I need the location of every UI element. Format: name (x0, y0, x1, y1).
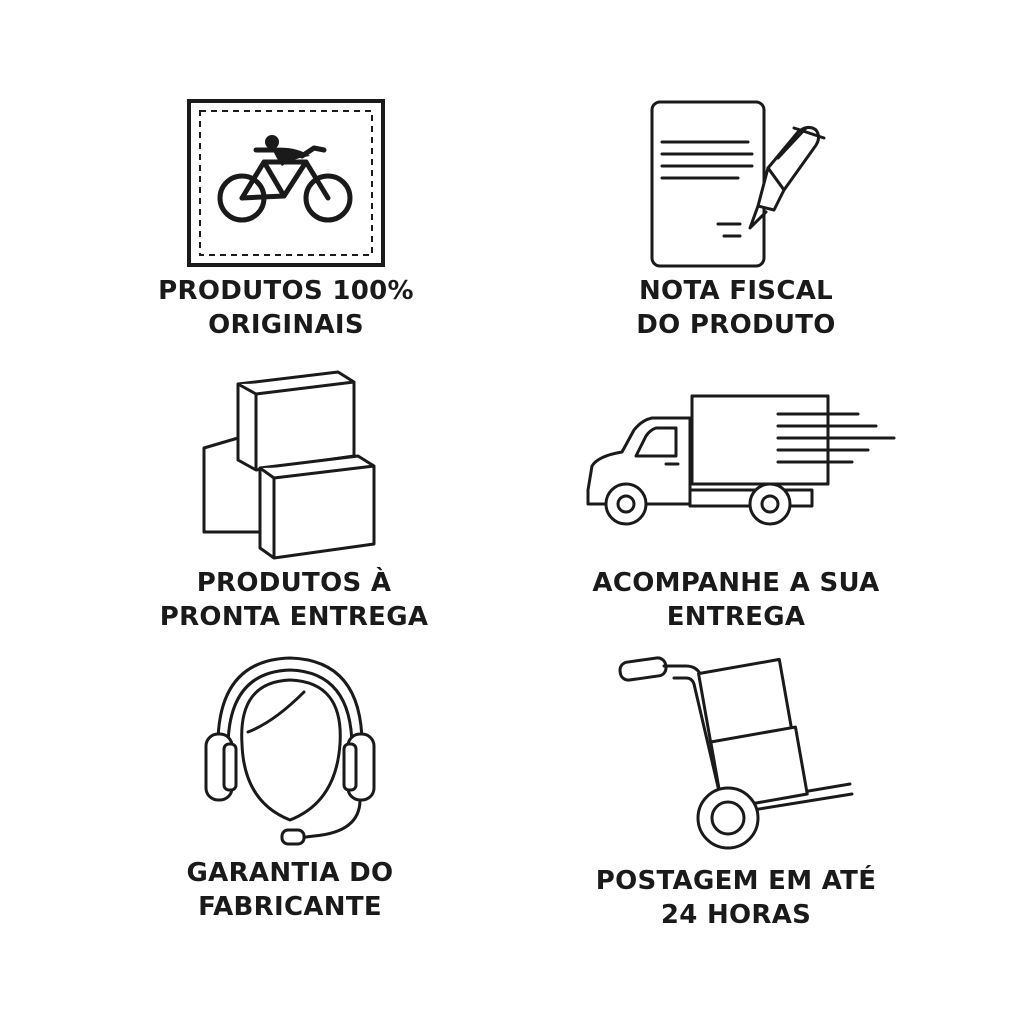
delivery-truck-icon (582, 390, 900, 532)
caption-line-1: ACOMPANHE A SUA (592, 568, 880, 598)
caption-line-1: PRODUTOS 100% (158, 276, 414, 306)
bicycle-stamp-icon (186, 98, 386, 268)
caption-line-2: FABRICANTE (198, 892, 382, 922)
caption-line-2: DO PRODUTO (636, 310, 836, 340)
hand-truck-boxes-icon (614, 654, 856, 854)
caption-line-1: GARANTIA DO (186, 858, 394, 888)
feature-caption: ACOMPANHE A SUA ENTREGA (590, 566, 882, 634)
invoice-pen-icon (648, 98, 838, 270)
caption-line-1: PRODUTOS À (196, 568, 392, 598)
caption-line-2: PRONTA ENTREGA (159, 602, 429, 632)
stacked-boxes-icon (198, 364, 384, 560)
caption-line-2: ORIGINAIS (208, 310, 364, 340)
caption-line-2: 24 HORAS (660, 900, 812, 930)
feature-caption: PRODUTOS À PRONTA ENTREGA (148, 566, 440, 634)
feature-caption: GARANTIA DO FABRICANTE (144, 856, 436, 924)
feature-caption: POSTAGEM EM ATÉ 24 HORAS (590, 864, 882, 932)
caption-line-1: NOTA FISCAL (639, 276, 833, 306)
feature-caption: NOTA FISCAL DO PRODUTO (590, 274, 882, 342)
feature-caption: PRODUTOS 100% ORIGINAIS (140, 274, 432, 342)
caption-line-2: ENTREGA (666, 602, 806, 632)
caption-line-1: POSTAGEM EM ATÉ (595, 866, 877, 896)
headset-support-icon (194, 652, 386, 852)
